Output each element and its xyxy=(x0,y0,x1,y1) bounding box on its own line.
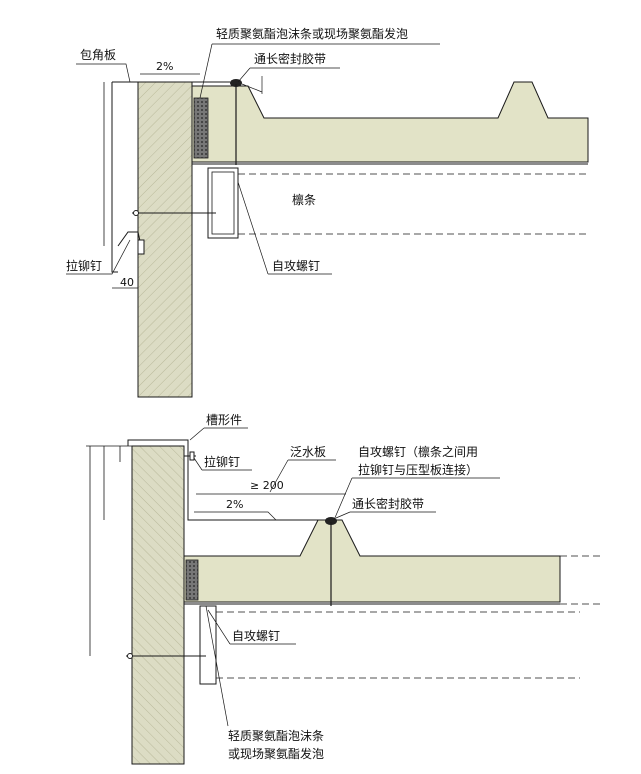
purlin-dashed-top xyxy=(238,173,588,235)
roof-panel-bottom xyxy=(183,519,561,603)
slope-line-bottom xyxy=(194,511,277,521)
panel-dashed-bottom xyxy=(560,555,600,605)
foam-strip-bottom xyxy=(185,559,199,601)
label-corner-flashing: 包角板 xyxy=(80,48,116,62)
label-sealant-top: 通长密封胶带 xyxy=(254,51,326,66)
label-screw-top: 自攻螺钉 xyxy=(272,259,320,273)
leader-screw-bottom xyxy=(207,609,296,645)
purlin-top-inner xyxy=(211,171,235,235)
label-slope-bottom: 2% xyxy=(226,498,243,511)
sealant-tape-marker-bottom xyxy=(325,517,337,525)
leader-screw-top xyxy=(237,181,332,275)
wall-panel-top xyxy=(137,81,193,398)
label-screw-note-2: 拉铆钉与压型板连接） xyxy=(358,462,478,477)
roof-panel-top xyxy=(191,81,589,163)
leader-channel xyxy=(189,427,248,441)
label-foam-top: 轻质聚氨酯泡沫条或现场聚氨酯发泡 xyxy=(216,26,408,41)
purlin-dashed-bottom xyxy=(216,611,580,679)
rivet-bottom-head xyxy=(189,451,195,461)
purlin-bottom xyxy=(199,605,217,685)
label-foam-bottom-2: 或现场聚氨酯发泡 xyxy=(228,746,324,761)
top-detail: 轻质聚氨酯泡沫条或现场聚氨酯发泡 通长密封胶带 包角板 2% 檩条 拉铆钉 自攻… xyxy=(66,26,589,398)
corner-flashing xyxy=(111,81,230,273)
screw-head-bottom-wall xyxy=(127,653,133,659)
flashing-board xyxy=(187,446,340,521)
label-sealant-bottom: 通长密封胶带 xyxy=(352,496,424,511)
label-purlin-top: 檩条 xyxy=(292,192,316,207)
foam-strip-top xyxy=(193,97,209,159)
label-rivet-top: 拉铆钉 xyxy=(66,258,102,273)
leader-flashing-bottom xyxy=(269,459,336,493)
bottom-detail: 槽形件 拉铆钉 泛水板 自攻螺钉（檩条之间用 拉铆钉与压型板连接） ≥ 200 … xyxy=(86,413,600,765)
label-min-width: ≥ 200 xyxy=(250,479,284,492)
wall-panel-bottom xyxy=(131,445,185,765)
label-rivet-bottom: 拉铆钉 xyxy=(204,454,240,469)
label-foam-bottom-1: 轻质聚氨酯泡沫条 xyxy=(228,729,324,743)
leader-screw-note xyxy=(333,477,500,521)
washer-leader xyxy=(241,83,263,93)
label-slope-top: 2% xyxy=(156,60,173,73)
leader-foam-top xyxy=(199,43,440,99)
label-screw-note-1: 自攻螺钉（檩条之间用 xyxy=(358,444,478,459)
leader-rivet-bottom xyxy=(193,457,252,471)
leader-rivet-top xyxy=(66,239,131,275)
label-screw-bottom: 自攻螺钉 xyxy=(232,629,280,643)
channel-piece xyxy=(127,439,189,446)
label-channel: 槽形件 xyxy=(206,413,242,427)
rivet-head-top xyxy=(133,210,139,216)
rivet-small-plate xyxy=(137,239,145,255)
dim-40-label: 40 xyxy=(120,276,134,289)
leader-sealant-top xyxy=(237,67,340,83)
purlin-top xyxy=(207,167,239,239)
dim-lines-left xyxy=(86,445,132,656)
leader-foam-bottom xyxy=(205,605,229,727)
leader-sealant-bottom xyxy=(335,511,436,519)
label-flashing-bottom: 泛水板 xyxy=(290,445,326,459)
leader-flashing xyxy=(76,63,131,83)
